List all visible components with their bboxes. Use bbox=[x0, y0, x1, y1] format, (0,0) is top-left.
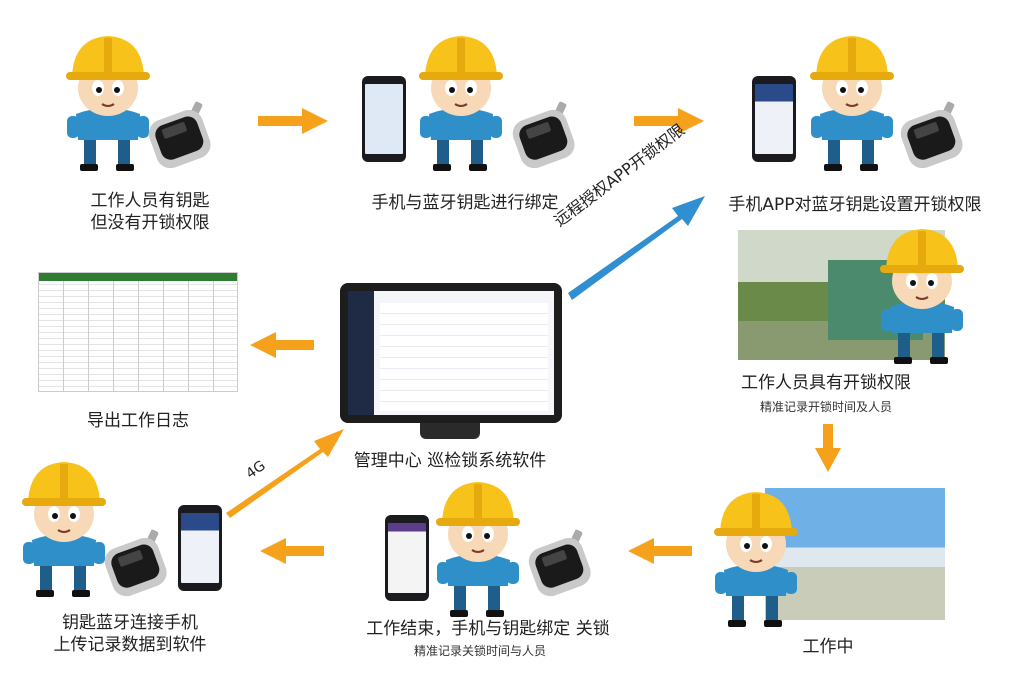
bluetooth-key-icon bbox=[900, 100, 966, 170]
step2-label: 手机与蓝牙钥匙进行绑定 bbox=[371, 193, 559, 213]
step3-label: 手机APP对蓝牙钥匙设置开锁权限 bbox=[728, 195, 982, 215]
phone-icon bbox=[362, 76, 406, 162]
worker-illustration bbox=[415, 32, 507, 172]
center-label: 管理中心 巡检锁系统软件 bbox=[353, 451, 547, 471]
bluetooth-key-icon bbox=[148, 100, 214, 170]
step7-label: 钥匙蓝牙连接手机上传记录数据到软件 bbox=[53, 613, 207, 655]
log-label: 导出工作日志 bbox=[87, 411, 189, 431]
monitor-stand bbox=[420, 423, 480, 439]
step4-label: 工作人员具有开锁权限 bbox=[741, 373, 911, 393]
arrow-down-icon bbox=[815, 424, 841, 472]
worker-illustration bbox=[876, 225, 968, 365]
monitor-software bbox=[340, 283, 562, 423]
step4-sub: 精准记录开锁时间及人员 bbox=[759, 400, 893, 414]
worker-illustration bbox=[710, 488, 802, 628]
worker-illustration bbox=[18, 458, 110, 598]
step5-label: 工作中 bbox=[802, 637, 854, 657]
step6-label: 工作结束，手机与钥匙绑定 关锁 bbox=[366, 619, 610, 639]
work-log-spreadsheet bbox=[38, 272, 238, 392]
bluetooth-key-icon bbox=[104, 528, 170, 598]
arrow-left-icon bbox=[260, 538, 324, 564]
arrow-left-icon bbox=[628, 538, 692, 564]
worker-illustration bbox=[806, 32, 898, 172]
bluetooth-key-icon bbox=[512, 100, 578, 170]
phone-icon bbox=[752, 76, 796, 162]
worker-illustration bbox=[62, 32, 154, 172]
phone-icon bbox=[178, 505, 222, 591]
arrow-right-icon bbox=[634, 108, 704, 134]
substation-photo bbox=[765, 488, 945, 620]
arrow-right-icon bbox=[258, 108, 328, 134]
step1-label: 工作人员有钥匙但没有开锁权限 bbox=[90, 191, 210, 233]
phone-icon bbox=[385, 515, 429, 601]
remote-auth-arrow-icon bbox=[568, 196, 705, 300]
bluetooth-key-icon bbox=[528, 528, 594, 598]
worker-illustration bbox=[432, 478, 524, 618]
arrow-left-icon bbox=[250, 332, 314, 358]
step6-sub: 精准记录关锁时间与人员 bbox=[413, 644, 547, 658]
upload-4g-arrow-icon bbox=[226, 429, 344, 518]
